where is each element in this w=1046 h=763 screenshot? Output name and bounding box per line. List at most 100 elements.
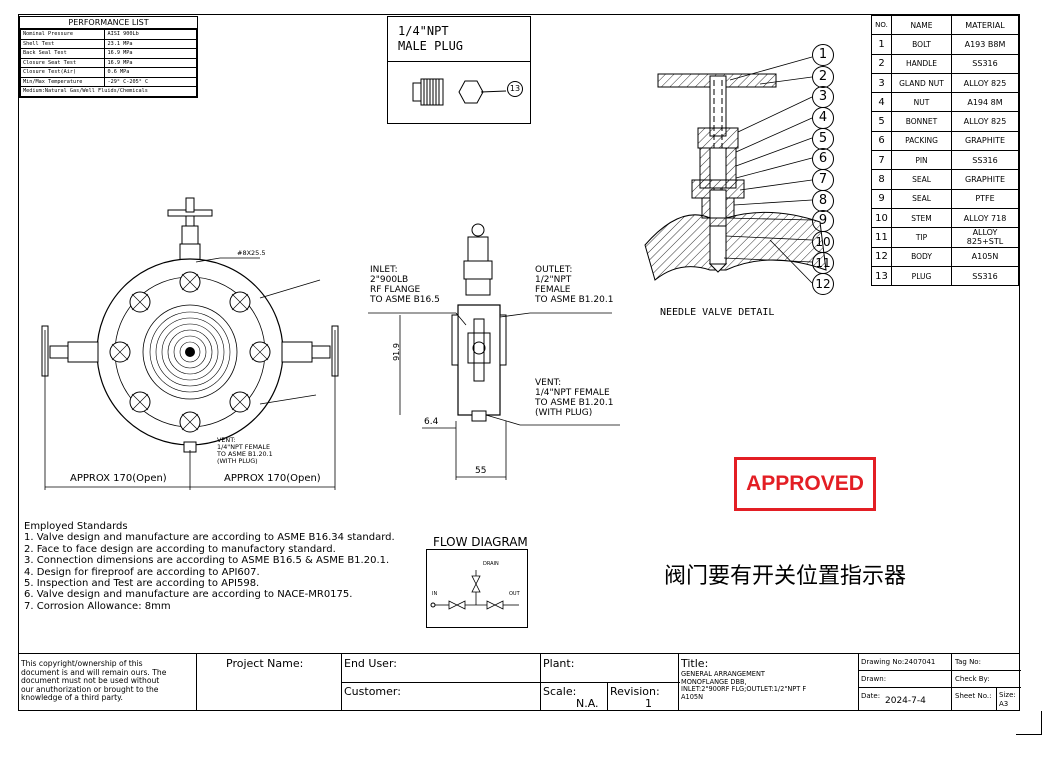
part-material: PTFE [951,188,1019,209]
needle-detail-label: NEEDLE VALVE DETAIL [660,307,775,318]
balloon-6: 6 [812,148,834,170]
corner-mark [1016,711,1042,735]
dim-height: 91.9 [391,343,401,361]
outlet-line: FEMALE [535,285,571,295]
part-material: A193 B8M [951,34,1019,55]
balloon-5: 5 [812,128,834,150]
part-no: 11 [871,227,892,248]
copyright-note: This copyright/ownership of this documen… [21,659,166,703]
part-name: PLUG [891,265,952,287]
inlet-line: TO ASME B16.5 [370,295,440,305]
part-name: SEAL [891,188,952,209]
scale-label: Scale: [543,685,577,698]
part-material: ALLOY 825 [951,72,1019,94]
outlet-line: OUTLET: [535,265,573,275]
employed-standards: Employed Standards 1. Valve design and m… [24,521,395,612]
part-name: PIN [891,150,952,171]
plant-label: Plant: [543,657,575,670]
size-value: A3 [999,700,1009,708]
part-material: A194 8M [951,92,1019,113]
balloon-4: 4 [812,107,834,129]
part-material: SS316 [951,150,1019,171]
part-material: GRAPHITE [951,169,1019,190]
revision-label: Revision: [610,685,660,698]
title-line: A105N [681,692,704,701]
col-name-header: NAME [891,14,952,36]
part-material: GRAPHITE [951,130,1019,152]
drawing-no: Drawing No:2407041 [861,658,936,666]
part-no: 10 [871,207,892,229]
flow-diagram-title: FLOW DIAGRAM [433,535,528,549]
part-no: 9 [871,188,892,209]
divider [858,670,1021,671]
part-no: 6 [871,130,892,152]
part-material: SS316 [951,265,1019,287]
tag-no-label: Tag No: [955,658,981,666]
flow-out-label: OUT [509,591,520,597]
part-no: 13 [871,265,892,287]
part-no: 3 [871,72,892,94]
vent-line: VENT: [217,436,236,444]
part-material: ALLOY 825+STL [951,227,1019,248]
plug-title-line2: MALE PLUG [398,39,464,53]
part-name: PACKING [891,130,952,152]
inlet-line: INLET: [370,265,398,275]
perf-footer: Medium:Natural Gas/Well Fluids/Chemicals [20,86,197,97]
side-vent-note: VENT: 1/4"NPT FEMALE TO ASME B1.20.1 (WI… [535,378,613,418]
perf-label: Closure Seat Test [19,57,106,68]
outlet-line: TO ASME B1.20.1 [535,295,614,305]
part-name: BODY [891,246,952,267]
customer-label: Customer: [344,685,401,698]
perf-value: AISI 900Lb [104,29,197,40]
part-material: SS316 [951,53,1019,74]
perf-value: 16.9 MPa [104,48,197,59]
balloon-7: 7 [812,169,834,191]
needle-valve-detail-drawing [644,56,827,284]
part-name: TIP [891,227,952,248]
title-block: This copyright/ownership of this documen… [18,653,1021,711]
vent-line: (WITH PLUG) [217,457,258,465]
perf-label: Closure Test(Air) [19,67,106,78]
perf-value: 23.1 MPa [104,38,197,49]
plug-title-line1: 1/4"NPT [398,24,449,38]
part-name: HANDLE [891,53,952,74]
front-dim-left: APPROX 170(Open) [70,473,167,484]
part-material: A105N [951,246,1019,267]
perf-label: Shell Test [19,38,106,49]
divider [678,654,679,711]
part-name: GLAND NUT [891,72,952,94]
part-no: 12 [871,246,892,267]
part-name: BOLT [891,34,952,55]
inlet-line: 2"900LB [370,275,409,285]
copyright-line: our anuthorization or brought to the [21,684,159,694]
part-name: SEAL [891,169,952,190]
part-no: 4 [871,92,892,113]
balloon-12: 12 [812,273,834,295]
part-name: NUT [891,92,952,113]
part-no: 7 [871,150,892,171]
divider [951,654,952,711]
date-value: 2024-7-4 [885,696,926,706]
vent-line: VENT: [535,378,562,388]
balloon-3: 3 [812,86,834,108]
sheet-no-label: Sheet No.: [955,692,992,700]
standards-item: 4. Design for fireproof are according to… [24,566,260,578]
front-view-drawing [41,197,339,490]
copyright-line: document must not be used without [21,676,160,686]
col-no-header: NO. [871,14,892,36]
approved-stamp: APPROVED [734,457,876,511]
vent-line: (WITH PLUG) [535,408,593,418]
scale-value: N.A. [576,697,599,710]
divider [996,687,997,711]
part-no: 2 [871,53,892,74]
standards-heading: Employed Standards [24,521,128,532]
part-name: STEM [891,207,952,229]
